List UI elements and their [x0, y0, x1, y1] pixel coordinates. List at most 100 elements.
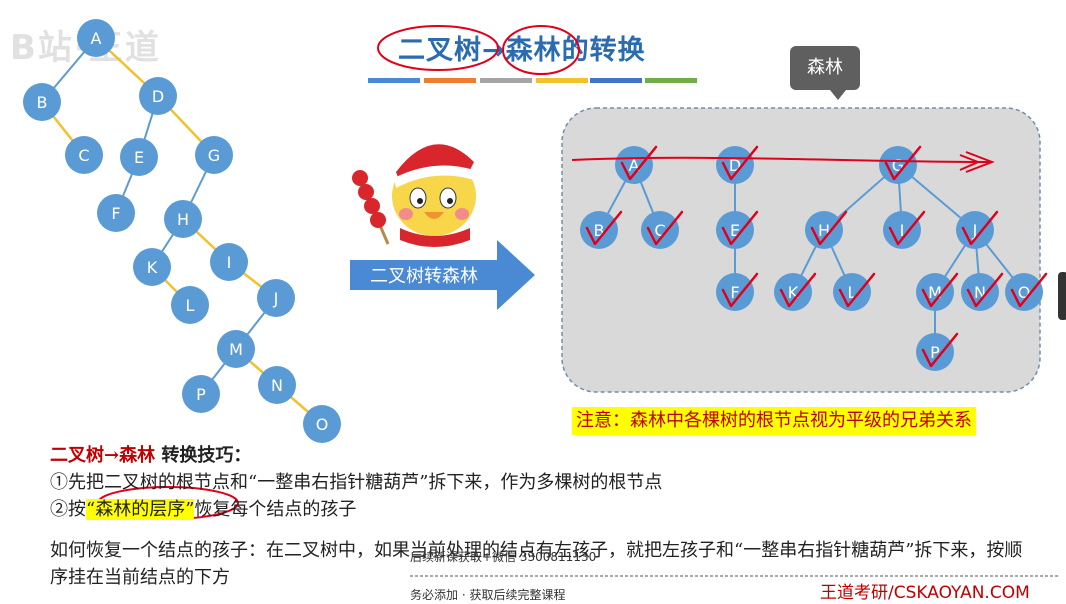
technique-step-2: ②按“森林的层序”恢复每个结点的孩子: [50, 496, 1030, 523]
forest-node-circle: [615, 146, 653, 184]
step2-highlight: “森林的层序”: [86, 499, 195, 520]
check-mark-D: [721, 145, 759, 181]
check-mark-K: [779, 272, 817, 308]
check-marks: [585, 145, 1048, 368]
binary-tree-node-circle: [182, 375, 220, 413]
haw-ball: [358, 184, 374, 200]
forest-node-label: I: [900, 221, 905, 240]
forest-node-label: E: [730, 221, 740, 240]
forest-node-circle: [641, 211, 679, 249]
forest-node-circle: [774, 273, 812, 311]
binary-tree-node-M: M: [217, 330, 255, 368]
mascot-beak: [424, 212, 444, 219]
binary-tree-node-label: K: [147, 258, 158, 277]
binary-tree-node-label: A: [91, 29, 102, 48]
binary-tree-node-circle: [65, 136, 103, 174]
binary-tree-node-circle: [164, 200, 202, 238]
check-mark-O: [1010, 272, 1048, 308]
binary-tree-node-label: J: [273, 289, 279, 308]
forest-note: 注意：森林中各棵树的根节点视为平级的兄弟关系: [572, 407, 976, 435]
title-binary-tree: 二叉树: [398, 35, 482, 66]
check-mark-F: [721, 272, 759, 308]
forest-node-L: L: [833, 273, 871, 311]
color-bar: [424, 78, 476, 83]
binary-tree-node-circle: [120, 138, 158, 176]
wechat-watermark: 后续新课获取+微信 3300811130: [410, 550, 597, 564]
check-mark-M: [921, 272, 959, 308]
title-color-bars: [368, 78, 697, 83]
technique-heading-red: 二叉树→森林: [50, 445, 156, 466]
convert-arrow-label: 二叉树转森林: [370, 266, 478, 287]
binary-tree-node-label: I: [227, 253, 232, 272]
binary-tree-node-E: E: [120, 138, 158, 176]
binary-tree-node-A: A: [77, 19, 115, 57]
binary-tree-node-N: N: [258, 366, 296, 404]
binary-tree-node-C: C: [65, 136, 103, 174]
technique-text: 二叉树→森林 转换技巧： ①先把二叉树的根节点和“一整串右指针糖葫芦”拆下来，作…: [50, 442, 1030, 591]
title-annotation-circle: [377, 25, 499, 71]
color-bar: [368, 78, 420, 83]
binary-tree-node-B: B: [23, 83, 61, 121]
binary-tree-node-circle: [257, 279, 295, 317]
binary-tree-node-label: N: [271, 376, 283, 395]
binary-tree-node-O: O: [303, 405, 341, 443]
forest-node-label: K: [788, 283, 799, 302]
binary-tree-node-circle: [139, 77, 177, 115]
forest-node-E: E: [716, 211, 754, 249]
forest-node-C: C: [641, 211, 679, 249]
forest-node-circle: [916, 273, 954, 311]
forest-node-circle: [833, 273, 871, 311]
forest-node-label: B: [594, 221, 605, 240]
check-mark-I: [888, 210, 926, 246]
forest-node-F: F: [716, 273, 754, 311]
binary-tree-node-circle: [195, 136, 233, 174]
binary-tree-node-circle: [133, 248, 171, 286]
binary-tree-node-label: D: [152, 87, 164, 106]
forest-node-D: D: [716, 146, 754, 184]
forest-node-N: N: [961, 273, 999, 311]
forest-node-J: J: [956, 211, 994, 249]
convert-arrow-head: [497, 240, 535, 310]
check-mark-L: [838, 272, 876, 308]
forest-node-circle: [716, 146, 754, 184]
mascot-eye: [409, 187, 427, 209]
convert-arrow: 二叉树转森林: [350, 260, 498, 290]
check-mark-H: [810, 210, 848, 246]
santa-hat-pom: [457, 129, 471, 143]
color-bar: [590, 78, 642, 83]
forest-node-K: K: [774, 273, 812, 311]
mascot-scarf: [400, 228, 470, 247]
forest-node-circle: [580, 211, 618, 249]
forest-node-label: A: [629, 156, 640, 175]
brand-footer: 王道考研/CSKAOYAN.COM: [820, 583, 1030, 603]
mascot-pupil: [447, 198, 453, 204]
forest-node-circle: [716, 211, 754, 249]
forest-node-label: L: [848, 283, 857, 302]
check-mark-A: [620, 145, 658, 181]
title-forest: 森林: [505, 35, 562, 66]
recover-children-paragraph: 如何恢复一个结点的孩子：在二叉树中，如果当前处理的结点有左孩子，就把左孩子和“一…: [50, 540, 1023, 588]
slide-title: 二叉树→森林的转换: [398, 28, 646, 67]
color-bar: [480, 78, 532, 83]
binary-tree-node-L: L: [171, 286, 209, 324]
binary-tree-node-circle: [210, 243, 248, 281]
color-bar: [645, 78, 697, 83]
forest-callout: 森林: [790, 46, 860, 100]
sibling-arrowhead: [959, 151, 995, 173]
title-arrow: →: [482, 35, 506, 66]
binary-tree-node-G: G: [195, 136, 233, 174]
binary-tree-node-label: B: [37, 93, 48, 112]
binary-tree-node-F: F: [97, 194, 135, 232]
forest-node-circle: [961, 273, 999, 311]
check-mark-C: [646, 210, 684, 246]
binary-tree-node-label: F: [111, 204, 120, 223]
forest-node-circle: [883, 211, 921, 249]
binary-tree-node-K: K: [133, 248, 171, 286]
mascot-cheek: [455, 208, 469, 220]
scroll-handle[interactable]: [1058, 272, 1066, 320]
forest-node-circle: [956, 211, 994, 249]
binary-tree-node-circle: [97, 194, 135, 232]
forest-node-B: B: [580, 211, 618, 249]
haw-ball: [352, 170, 368, 186]
mascot-illustration: [352, 129, 476, 247]
